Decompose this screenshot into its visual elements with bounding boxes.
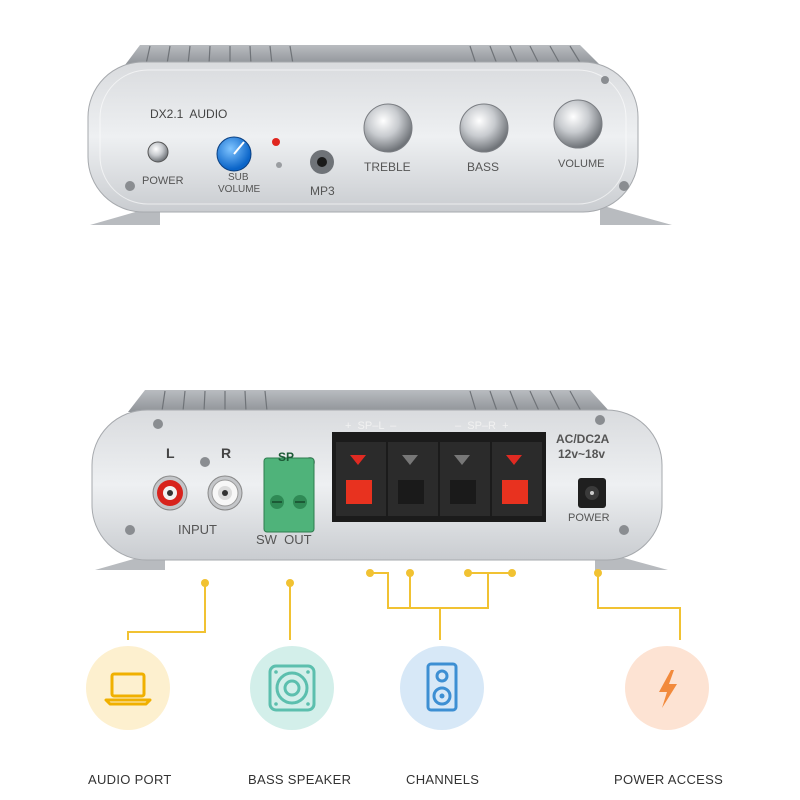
amplifier-front-view	[87, 45, 672, 225]
power-access-caption: POWER ACCESS	[614, 772, 724, 787]
power-access-badge	[625, 646, 709, 730]
audio-port-caption: AUDIO PORT	[88, 772, 172, 787]
sp-r-label: – SP–R +	[455, 420, 509, 432]
sub-label: SUB	[228, 172, 249, 183]
rear-power-label: POWER	[568, 512, 610, 524]
speaker-box-icon	[426, 662, 458, 712]
model-label: DX2.1 AUDIO	[150, 107, 228, 121]
mp3-label: MP3	[310, 184, 335, 198]
speaker-cone-icon	[268, 664, 316, 712]
amplifier-rear-view	[91, 390, 668, 570]
volume-label: VOLUME	[558, 158, 605, 170]
connector-lines	[127, 569, 681, 640]
voltage-label: 12v~18v	[558, 447, 606, 461]
sub-volume-label: VOLUME	[218, 184, 261, 195]
treble-label: TREBLE	[364, 160, 411, 174]
lightning-icon	[659, 670, 677, 708]
laptop-icon	[104, 672, 152, 706]
sp-l-label: + SP–L –	[345, 420, 397, 432]
audio-port-badge	[86, 646, 170, 730]
bass-speaker-caption: BASS SPEAKER	[248, 772, 352, 787]
sw-out-label: SW OUT	[256, 532, 312, 547]
front-power-label: POWER	[142, 175, 184, 187]
bass-speaker-badge	[250, 646, 334, 730]
sp-label: SP	[278, 450, 295, 464]
left-channel-label: L	[166, 445, 175, 461]
right-channel-label: R	[221, 445, 232, 461]
bass-label: BASS	[467, 160, 500, 174]
acdc-label: AC/DC2A	[556, 432, 610, 446]
input-label: INPUT	[178, 522, 217, 537]
channels-caption: CHANNELS	[406, 772, 480, 787]
channels-badge	[400, 646, 484, 730]
